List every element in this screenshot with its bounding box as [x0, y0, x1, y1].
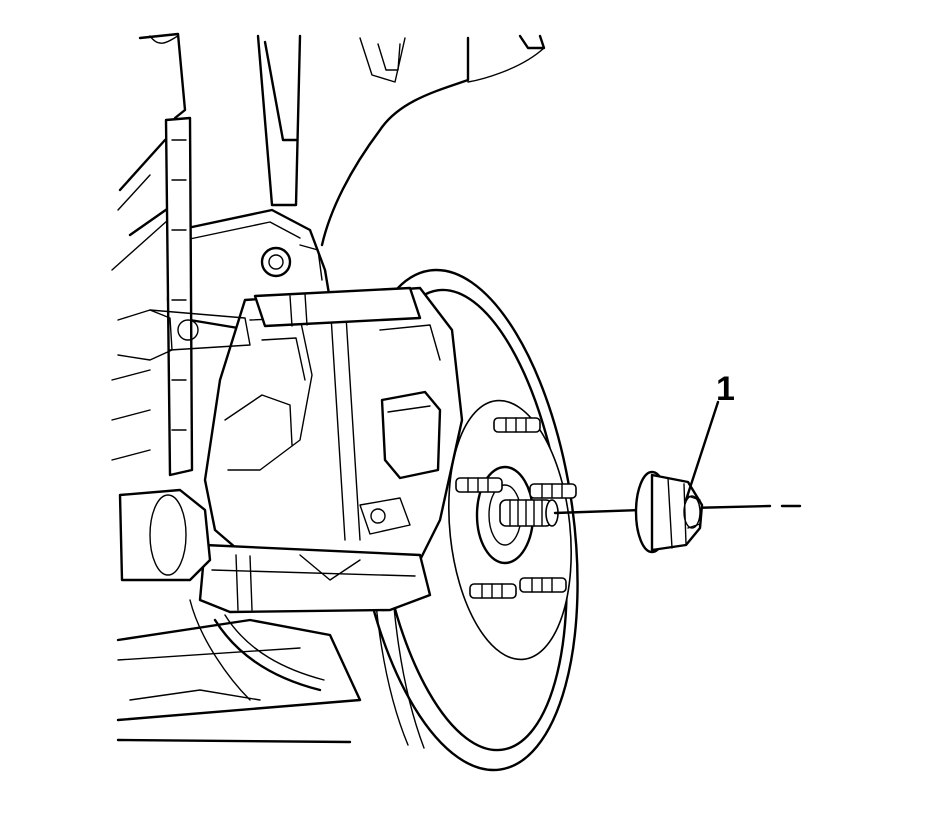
steering-knuckle: [111, 309, 251, 582]
wheel-stud: [519, 577, 567, 593]
brake-hose: [189, 599, 325, 701]
wheel-stud: [493, 417, 541, 433]
wheel-studs: [455, 417, 577, 599]
brake-caliper: [203, 286, 464, 562]
axis-line: [553, 504, 802, 515]
lower-control-arm: [116, 618, 362, 744]
caliper-bracket: [198, 543, 432, 614]
callout-leader-line: [684, 400, 720, 502]
wheel-stud: [469, 583, 517, 599]
wheel-stud: [529, 483, 577, 499]
wheel-hub-nut: [634, 470, 704, 554]
callout-label: 1: [716, 370, 735, 408]
wheel-stud: [455, 477, 503, 493]
